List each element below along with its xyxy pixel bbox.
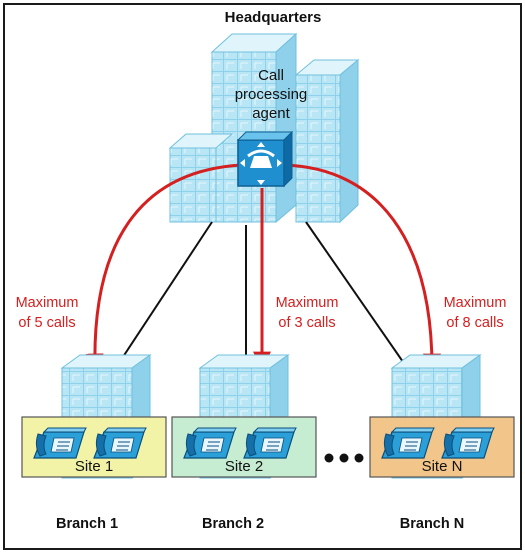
phone-icons xyxy=(33,427,495,459)
branch-label-1: Branch 1 xyxy=(56,516,118,532)
call-processing-agent-icon xyxy=(236,130,294,188)
desk-phone-icon xyxy=(441,427,495,459)
call-limit-arrow-branch-n xyxy=(283,163,441,372)
agent-label-line-3: agent xyxy=(252,105,290,122)
site-label-n: Site N xyxy=(422,458,463,475)
headquarters-title: Headquarters xyxy=(225,9,322,26)
link-line-branch-1 xyxy=(112,221,213,373)
limit-label-branch-n-line-2: of 8 calls xyxy=(446,315,503,331)
ellipsis-icon xyxy=(324,453,364,463)
agent-label-line-1: Call xyxy=(258,67,284,84)
link-line-branch-n xyxy=(305,221,411,373)
limit-label-branch-1-line-2: of 5 calls xyxy=(18,315,75,331)
branch-label-2: Branch 2 xyxy=(202,516,264,532)
limit-label-branch-2-line-2: of 3 calls xyxy=(278,315,335,331)
agent-label-line-2: processing xyxy=(235,86,308,103)
limit-label-branch-1-line-1: Maximum xyxy=(16,295,79,311)
limit-label-branch-n-line-1: Maximum xyxy=(444,295,507,311)
desk-phone-icon xyxy=(33,427,87,459)
site-label-1: Site 1 xyxy=(75,458,113,475)
desk-phone-icon xyxy=(183,427,237,459)
desk-phone-icon xyxy=(243,427,297,459)
desk-phone-icon xyxy=(93,427,147,459)
limit-label-branch-2-line-1: Maximum xyxy=(276,295,339,311)
call-limit-arrow-branch-1 xyxy=(85,163,243,372)
site-label-2: Site 2 xyxy=(225,458,263,475)
branch-label-n: Branch N xyxy=(400,516,464,532)
desk-phone-icon xyxy=(381,427,435,459)
